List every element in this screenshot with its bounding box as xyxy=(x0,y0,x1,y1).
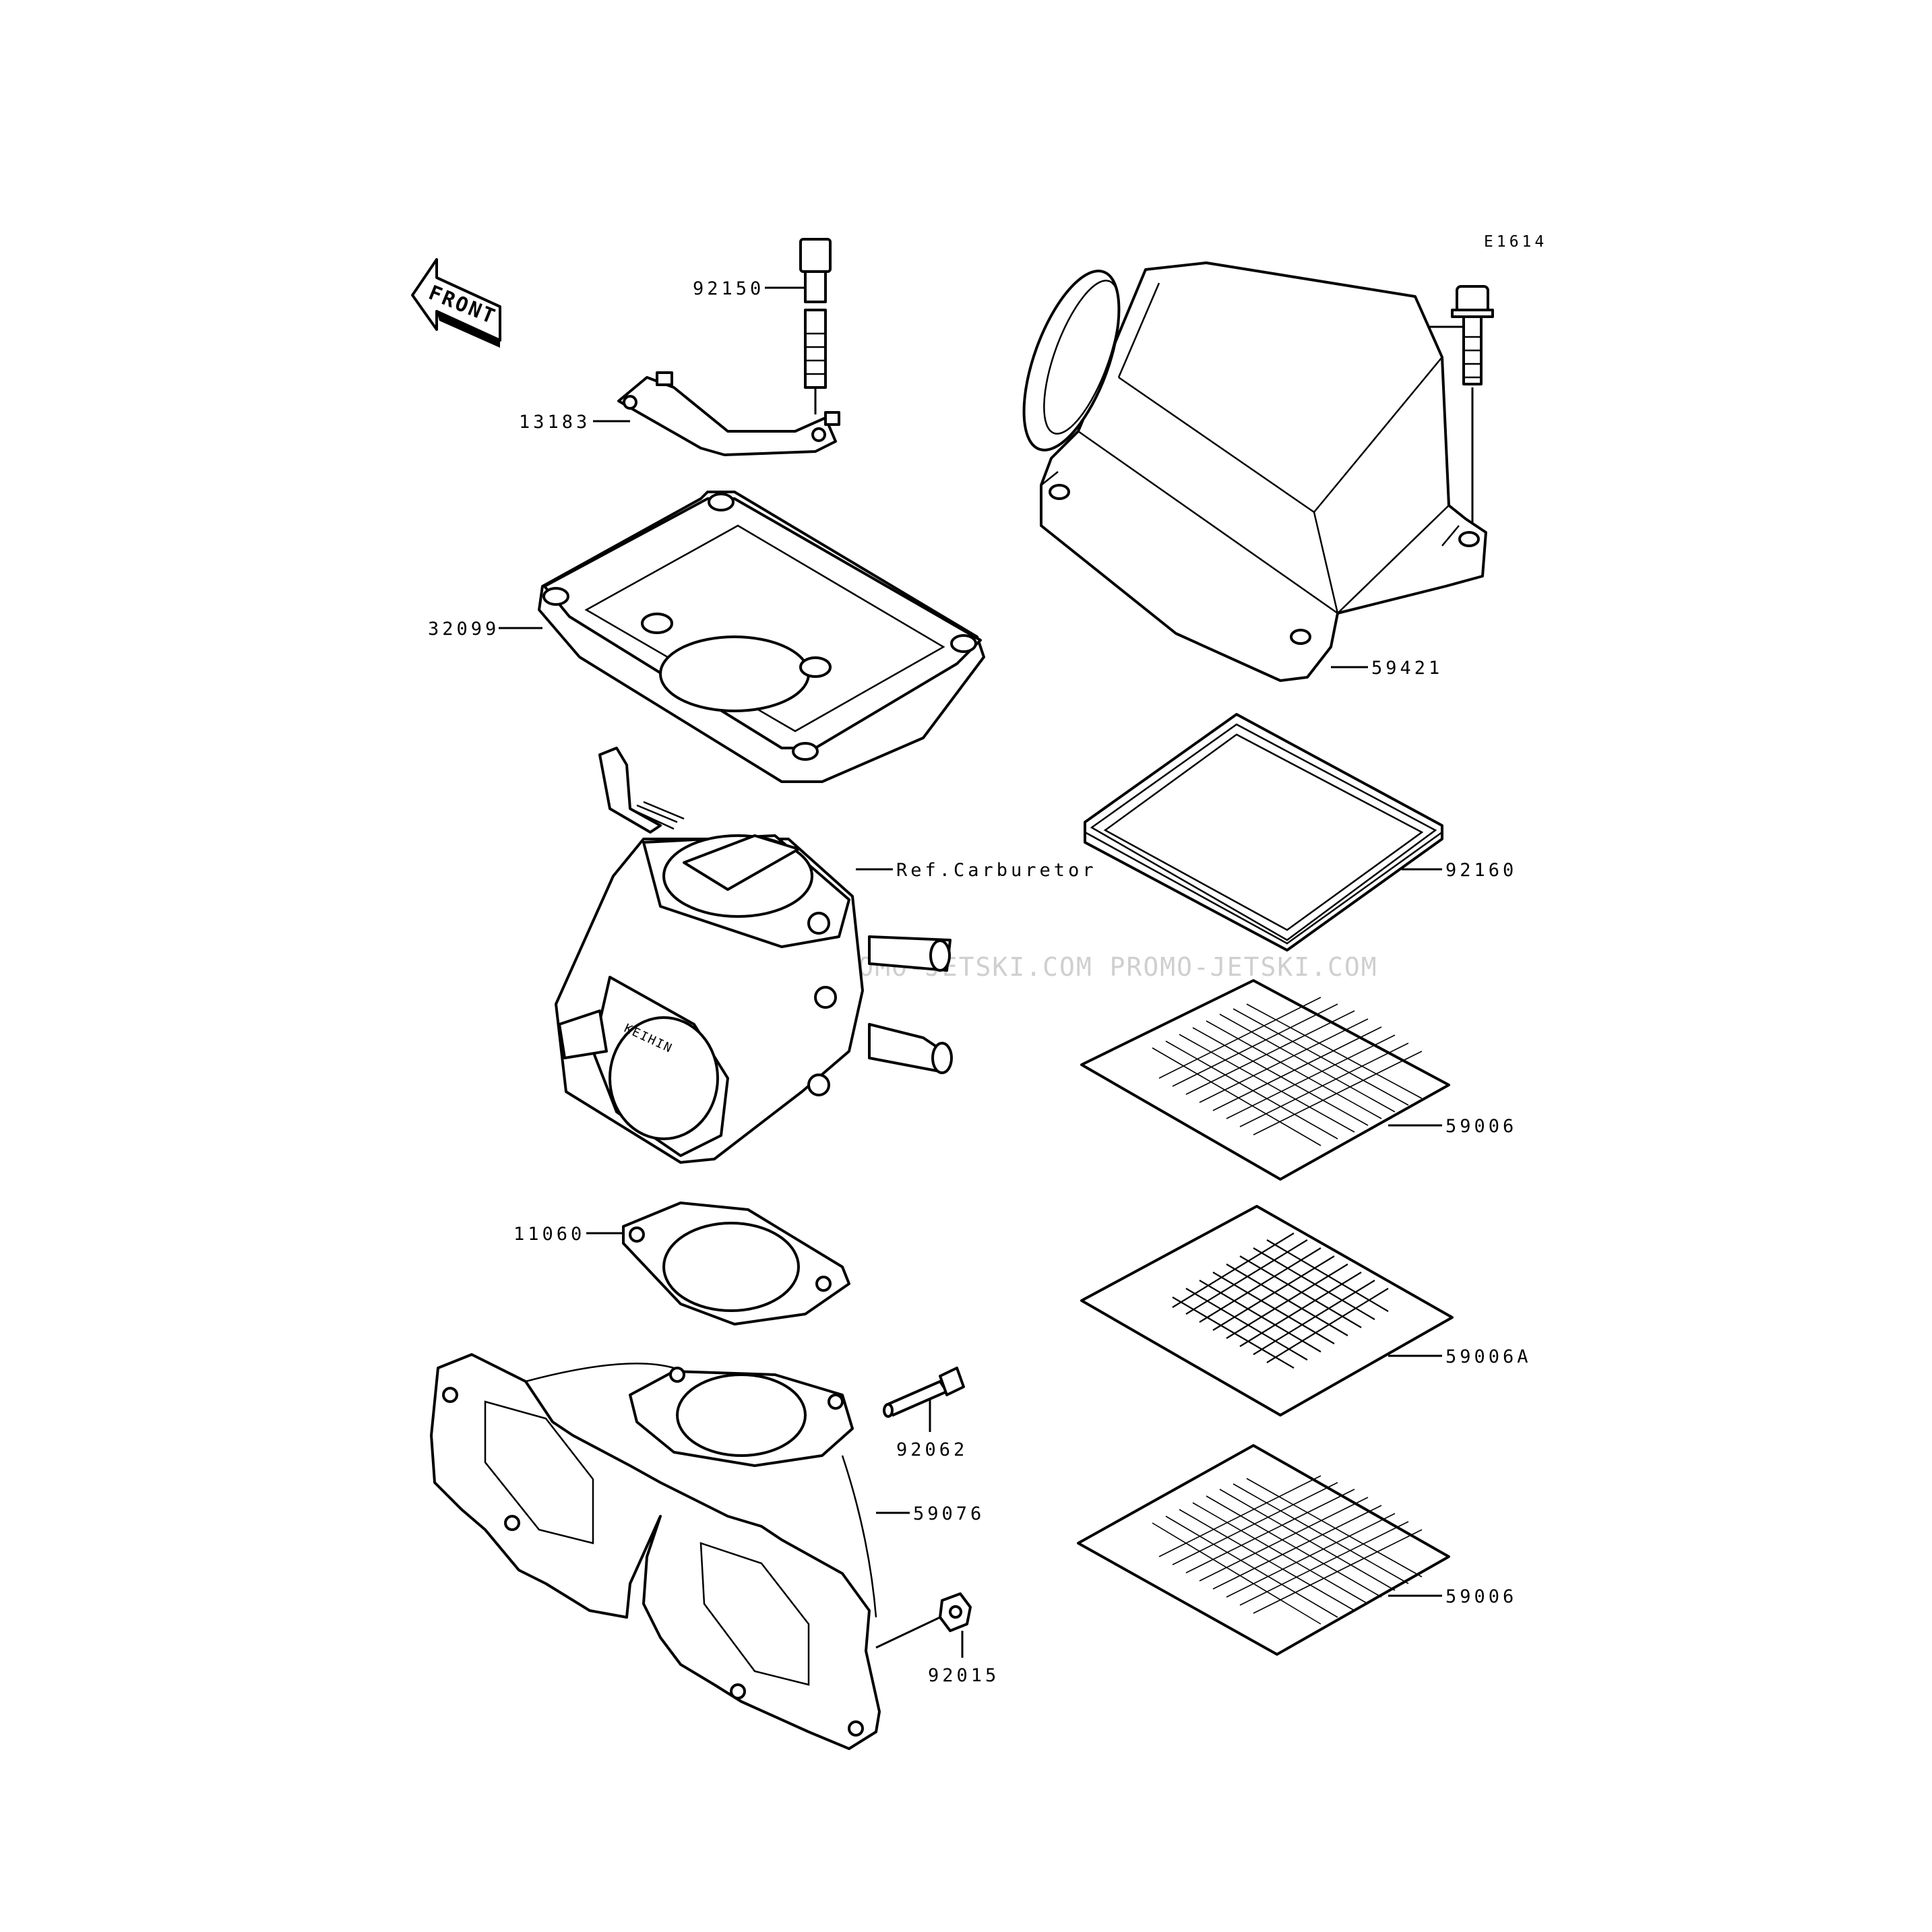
callout-59421: 59421 xyxy=(1371,658,1443,679)
part-59006A-screen-middle xyxy=(1080,1205,1454,1416)
part-11060-gasket xyxy=(622,1202,850,1326)
callout-32099: 32099 xyxy=(428,619,499,640)
callout-92150: 92150 xyxy=(693,278,764,299)
part-92062-fitting xyxy=(883,1367,965,1418)
part-59006-screen-bottom xyxy=(1077,1444,1450,1656)
callout-59006-top: 59006 xyxy=(1445,1116,1517,1137)
part-13183-bracket xyxy=(617,371,840,456)
callout-92062: 92062 xyxy=(896,1439,968,1460)
front-arrow-icon: FRONT xyxy=(411,258,501,348)
callout-11060: 11060 xyxy=(513,1224,585,1245)
part-32099-base-plate xyxy=(538,491,985,783)
part-59076-manifold xyxy=(430,1353,881,1750)
callout-92015: 92015 xyxy=(928,1665,999,1686)
part-59421-air-cover xyxy=(1022,261,1487,682)
part-92015-nut xyxy=(939,1592,972,1632)
callout-92160: 92160 xyxy=(1445,860,1517,881)
callout-13183: 13183 xyxy=(519,412,590,433)
part-92002-bolt xyxy=(1451,285,1494,536)
callout-59006-bottom: 59006 xyxy=(1445,1586,1517,1607)
callout-59006A: 59006A xyxy=(1445,1346,1532,1367)
part-92150-bolt xyxy=(799,238,832,414)
part-59006-screen-top xyxy=(1080,979,1450,1181)
callout-59076: 59076 xyxy=(913,1503,985,1524)
carburetor-assembly: KEIHIN xyxy=(555,747,953,1164)
part-92160-gasket xyxy=(1084,713,1443,952)
callout-ref-carburetor: Ref.Carburetor xyxy=(896,860,1097,881)
diagram-code: E1614 xyxy=(1484,233,1547,251)
